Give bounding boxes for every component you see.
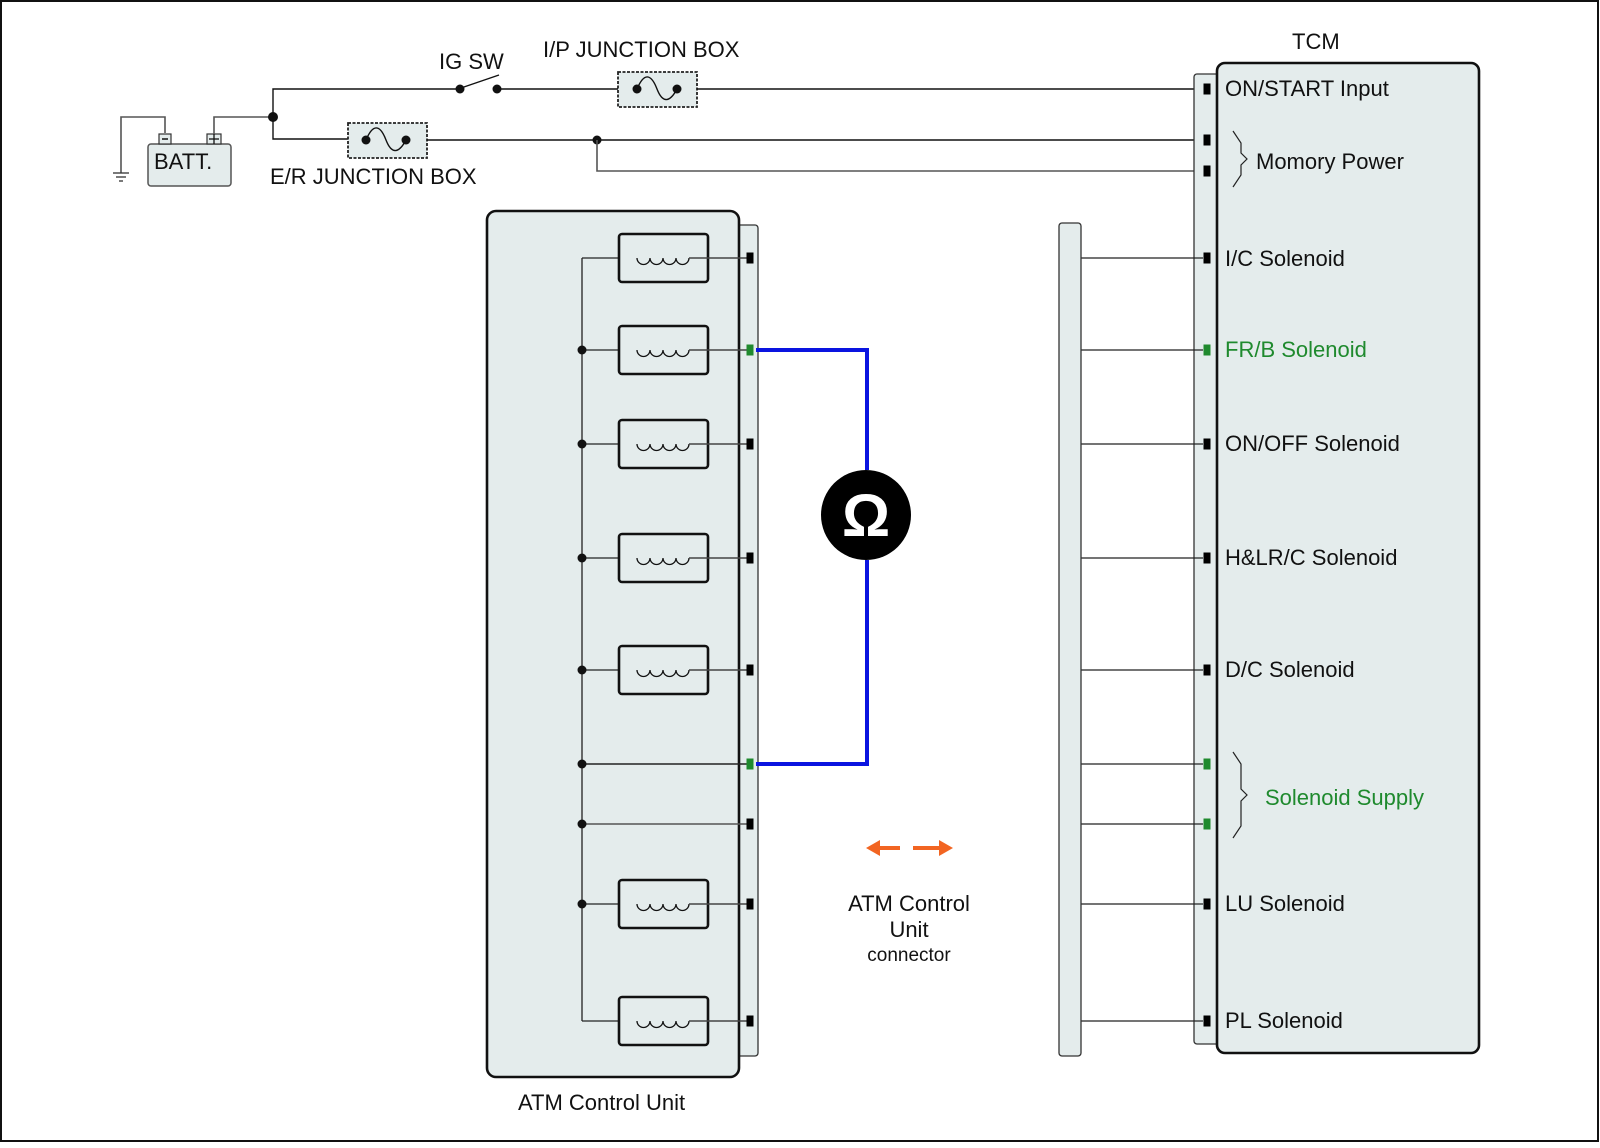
ohmmeter-probe-circuit: Ω [756,348,911,766]
power-supply-section: BATT. IG SW I/P JUNCTION BOX [113,37,1203,189]
tcm-pin-label: I/C Solenoid [1225,246,1345,271]
terminal-pin-highlighted [1203,758,1211,770]
ip-junction-fuse-icon [617,71,698,108]
er-junction-label: E/R JUNCTION BOX [270,164,477,189]
solenoid-coil-row [577,324,754,376]
terminal-pin [1203,664,1211,676]
terminal-pin [746,552,754,564]
solenoid-coil-row [577,878,754,930]
tcm-pin-row: Solenoid Supply [1067,751,1424,839]
tcm-pin-label: ON/OFF Solenoid [1225,431,1400,456]
terminal-pin [746,664,754,676]
bracket-icon [1232,751,1248,839]
junction-dot [577,665,587,675]
connector-label-line2: Unit [889,917,928,942]
atm-control-unit: ATM Control Unit [485,209,759,1115]
tcm-pin-row: H&LR/C Solenoid [1067,545,1397,570]
solenoid-coil-row [577,418,754,470]
terminal-pin-highlighted [746,758,754,770]
tcm-pin-label: FR/B Solenoid [1225,337,1367,362]
tcm-pin-row: PL Solenoid [1067,1008,1343,1033]
junction-dot [577,759,587,769]
terminal-pin [746,252,754,264]
tcm-pin-label: PL Solenoid [1225,1008,1343,1033]
tcm-pin-label: LU Solenoid [1225,891,1345,916]
harness-connector [1058,222,1082,1057]
solenoid-coil-row [577,644,754,696]
supply-line-row [577,818,754,830]
junction-dot [577,345,587,355]
tcm-pin-label: Momory Power [1256,149,1404,174]
terminal-pin [1203,165,1211,177]
ohm-meter-icon[interactable]: Ω [821,470,911,560]
tcm-title: TCM [1292,29,1340,54]
battery-icon [147,133,232,187]
connector-label-line3: connector [867,945,951,966]
connector-disconnect-arrow-icon [866,840,953,856]
terminal-pin [746,438,754,450]
terminal-pin [1203,552,1211,564]
terminal-pin [746,1015,754,1027]
connector-label-line1: ATM Control [848,891,970,916]
atm-control-unit-label: ATM Control Unit [518,1090,685,1115]
solenoid-coil-row [582,232,754,284]
ip-junction-label: I/P JUNCTION BOX [543,37,740,62]
junction-dot [577,553,587,563]
tcm-box [1215,61,1481,1055]
battery-label: BATT. [154,149,212,174]
terminal-pin [1203,134,1211,146]
supply-line-row [577,758,754,770]
terminal-pin-highlighted [1203,344,1211,356]
terminal-pin [1203,1015,1211,1027]
tcm-pin-row: ON/START Input [1203,76,1389,101]
probe-lead-negative [756,560,869,766]
probe-lead-positive [756,348,869,470]
junction-dot [577,439,587,449]
terminal-pin-highlighted [1203,818,1211,830]
terminal-pin [1203,83,1211,95]
terminal-pin [746,818,754,830]
junction-dot [577,899,587,909]
tcm-pin-label: H&LR/C Solenoid [1225,545,1397,570]
terminal-pin [1203,438,1211,450]
bracket-icon [1232,130,1248,188]
terminal-pin-highlighted [746,344,754,356]
terminal-pin [1203,252,1211,264]
terminal-pin [746,898,754,910]
er-junction-fuse-icon [347,122,428,159]
solenoid-coil-row [582,995,754,1047]
ohm-symbol: Ω [842,482,890,549]
tcm-pin-row: Momory Power [1203,130,1404,188]
tcm-pin-label: D/C Solenoid [1225,657,1355,682]
tcm-pin-label: Solenoid Supply [1265,785,1424,810]
ig-switch-label: IG SW [439,49,504,74]
ground-icon [113,116,166,182]
junction-dot [577,819,587,829]
terminal-pin [1203,898,1211,910]
tcm-pin-row: I/C Solenoid [1067,246,1345,271]
tcm-pin-label: ON/START Input [1225,76,1389,101]
solenoid-coil-row [577,532,754,584]
